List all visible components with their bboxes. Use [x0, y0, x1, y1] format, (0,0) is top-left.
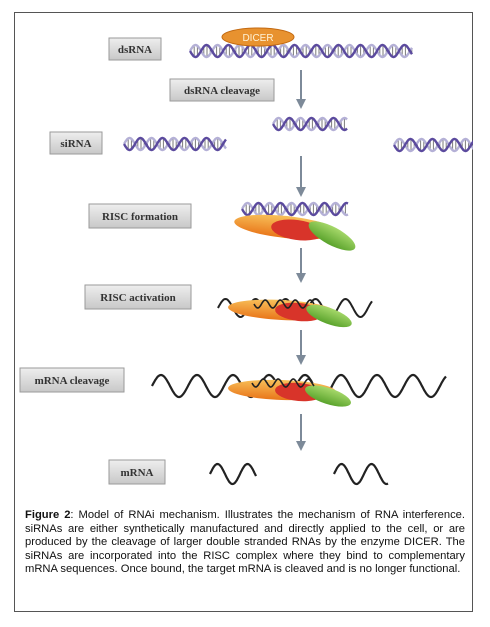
- label-box-dsrna: dsRNA: [108, 37, 162, 61]
- label-box-sirna: siRNA: [49, 131, 103, 155]
- guide-strand-overlay: [253, 299, 315, 309]
- guide-strand-bound: [251, 378, 315, 388]
- cleaved-mrna-fragment-right: [333, 462, 389, 486]
- risc-complex-activated: [228, 299, 352, 328]
- target-mrna: [151, 373, 447, 399]
- label-dsrna-cleavage: dsRNA cleavage: [184, 85, 260, 97]
- dicer-enzyme: DICER: [221, 27, 295, 47]
- dsrna-helix: [188, 43, 413, 59]
- label-risc-formation: RISC formation: [102, 211, 178, 223]
- sirna-helix-top: [271, 116, 348, 132]
- label-mrna-cleavage: mRNA cleavage: [35, 375, 110, 387]
- label-box-risc-formation: RISC formation: [88, 203, 192, 229]
- sirna-helix-right: [392, 137, 473, 153]
- cleaved-mrna-fragment-left: [209, 462, 258, 486]
- label-sirna: siRNA: [60, 138, 91, 150]
- caption-figure-label: Figure 2: [25, 509, 71, 521]
- dicer-label: DICER: [242, 33, 273, 44]
- rnai-diagram: dsRNA dsRNA cleavage siRNA RISC formatio…: [19, 27, 473, 486]
- sirna-helix-left: [122, 136, 227, 152]
- figure-caption: Figure 2: Model of RNAi mechanism. Illus…: [25, 509, 465, 577]
- risc-complex-cleavage: [228, 379, 351, 407]
- risc-formation-helix: [240, 201, 349, 217]
- label-box-dsrna-cleavage: dsRNA cleavage: [169, 78, 275, 102]
- caption-text: : Model of RNAi mechanism. Illustrates t…: [25, 509, 465, 576]
- label-box-mrna: mRNA: [108, 459, 166, 485]
- label-mrna: mRNA: [121, 467, 154, 479]
- risc-complex-formation: [234, 214, 356, 251]
- label-dsrna: dsRNA: [118, 44, 152, 56]
- label-risc-activation: RISC activation: [100, 292, 175, 304]
- label-box-mrna-cleavage: mRNA cleavage: [19, 367, 125, 393]
- label-box-risc-activation: RISC activation: [84, 284, 192, 310]
